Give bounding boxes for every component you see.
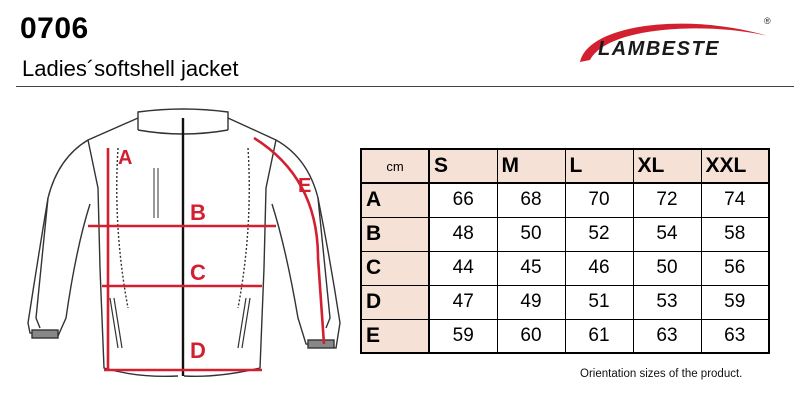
registered-mark: ® [764,16,771,26]
table-row: A 66 68 70 72 74 [360,182,770,218]
brand-logo-icon [580,23,768,62]
size-table: cm S M L XL XXL A 66 68 70 72 74 B 48 50… [360,148,770,354]
label-c: C [190,260,206,285]
table-cell: 47 [428,284,498,320]
brand-name: LAMBESTE [598,38,720,60]
table-cell: 59 [428,318,498,354]
footnote: Orientation sizes of the product. [580,368,743,380]
row-label: A [360,182,430,218]
size-header: S [428,148,498,184]
table-cell: 50 [496,216,566,252]
table-cell: 68 [496,182,566,218]
table-cell: 45 [496,250,566,286]
size-header: XL [632,148,702,184]
table-row: C 44 45 46 50 56 [360,250,770,286]
table-row: B 48 50 52 54 58 [360,216,770,252]
table-cell: 49 [496,284,566,320]
table-cell: 63 [700,318,770,354]
table-cell: 63 [632,318,702,354]
header-divider [16,86,794,87]
product-code: 0706 [20,12,89,45]
size-header: M [496,148,566,184]
table-cell: 61 [564,318,634,354]
table-cell: 72 [632,182,702,218]
table-cell: 59 [700,284,770,320]
table-cell: 53 [632,284,702,320]
size-header: XXL [700,148,770,184]
table-cell: 56 [700,250,770,286]
table-cell: 60 [496,318,566,354]
table-cell: 44 [428,250,498,286]
row-label: B [360,216,430,252]
label-a: A [118,147,132,169]
label-e: E [298,175,311,197]
product-name: Ladies´softshell jacket [22,56,239,81]
table-cell: 74 [700,182,770,218]
table-row: E 59 60 61 63 63 [360,318,770,354]
table-header-row: cm S M L XL XXL [360,148,770,184]
unit-cell: cm [360,148,430,184]
size-header: L [564,148,634,184]
table-cell: 54 [632,216,702,252]
table-cell: 51 [564,284,634,320]
row-label: C [360,250,430,286]
table-cell: 52 [564,216,634,252]
label-d: D [190,338,206,363]
table-cell: 70 [564,182,634,218]
table-cell: 58 [700,216,770,252]
jacket-diagram: A B C D E [27,108,341,377]
table-cell: 50 [632,250,702,286]
table-cell: 66 [428,182,498,218]
table-cell: 48 [428,216,498,252]
row-label: D [360,284,430,320]
table-row: D 47 49 51 53 59 [360,284,770,320]
row-label: E [360,318,430,354]
table-cell: 46 [564,250,634,286]
label-b: B [190,200,206,225]
